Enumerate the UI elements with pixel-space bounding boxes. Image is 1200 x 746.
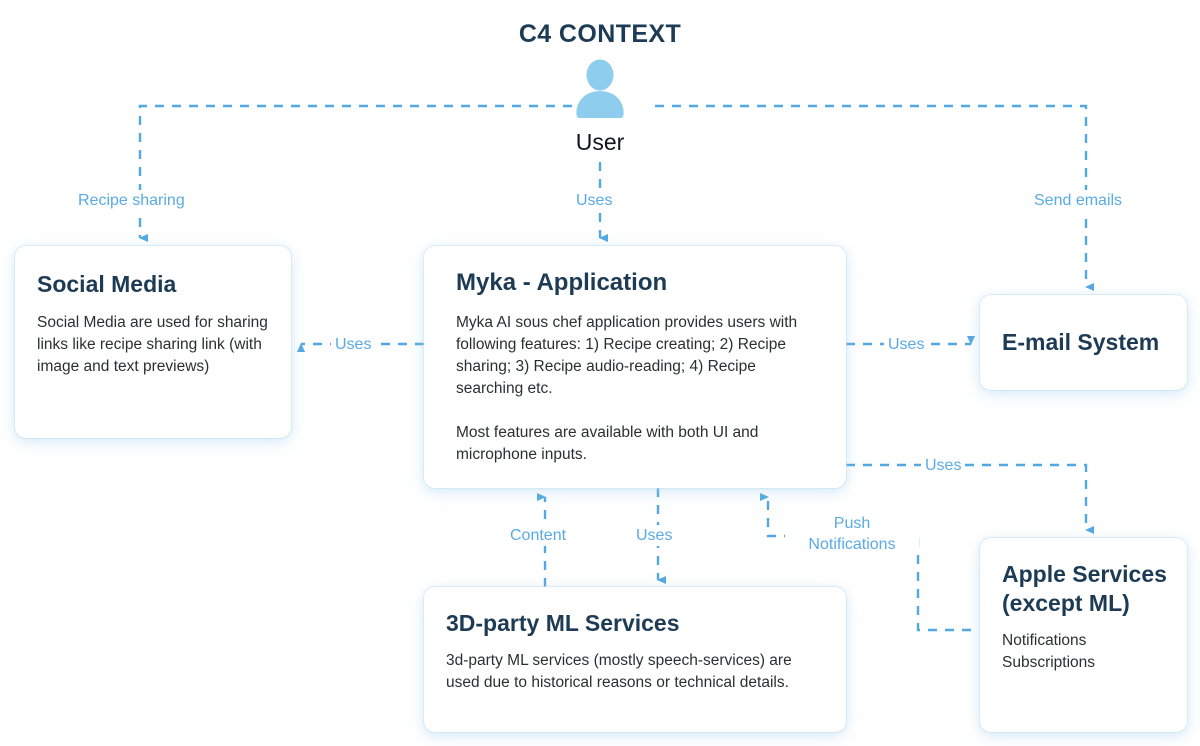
node-myka-application-title: Myka - Application: [456, 269, 668, 296]
node-apple-services[interactable]: Apple Services (except ML) Notifications…: [980, 538, 1187, 732]
node-email-system[interactable]: E-mail System: [980, 295, 1187, 390]
actor-label: User: [575, 129, 625, 155]
edge-label-uses-user-myka: Uses: [572, 190, 617, 212]
node-social-media[interactable]: Social Media Social Media are used for s…: [15, 246, 291, 438]
node-apple-services-description: Notifications Subscriptions: [1002, 631, 1096, 671]
node-social-media-description: Social Media are used for sharing links …: [37, 313, 268, 375]
edge-label-content: Content: [506, 525, 571, 547]
edge-label-uses-myka-email: Uses: [884, 334, 929, 356]
node-ml-services-title: 3D-party ML Services: [446, 610, 680, 636]
node-social-media-title: Social Media: [37, 271, 177, 297]
node-myka-application[interactable]: Myka - Application Myka AI sous chef app…: [424, 246, 846, 488]
edge-label-uses-myka-social: Uses: [331, 334, 376, 356]
node-apple-services-title: Apple Services (except ML): [1002, 561, 1167, 616]
edge-label-push-notifications: Push Notifications: [785, 513, 919, 556]
user-person-icon: [545, 58, 655, 125]
edge-user-to-social: [138, 104, 572, 242]
actor-user[interactable]: User: [545, 58, 655, 156]
edge-label-uses-myka-apple: Uses: [921, 455, 966, 477]
node-email-system-title: E-mail System: [1002, 329, 1160, 356]
edge-label-recipe-sharing: Recipe sharing: [74, 190, 189, 212]
node-ml-services-description: 3d-party ML services (mostly speech-serv…: [446, 651, 792, 691]
edge-label-send-emails: Send emails: [1030, 190, 1127, 212]
page-title: C4 CONTEXT: [518, 20, 682, 48]
node-myka-application-description: Myka AI sous chef application provides u…: [456, 314, 798, 464]
edge-label-uses-myka-ml: Uses: [632, 525, 677, 547]
node-ml-services[interactable]: 3D-party ML Services 3d-party ML service…: [424, 587, 846, 732]
